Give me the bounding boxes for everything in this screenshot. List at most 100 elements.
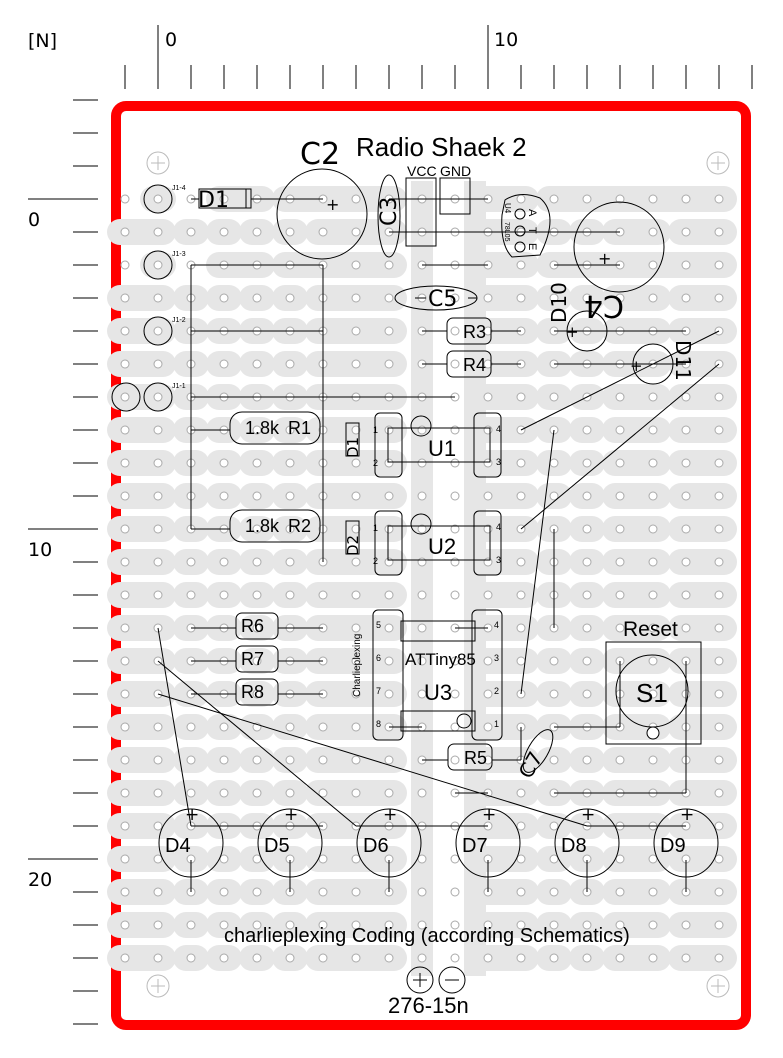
copper-strip xyxy=(470,714,539,740)
u4-pin-t: T xyxy=(526,227,538,234)
hole xyxy=(450,689,460,699)
capacitor-c4[interactable]: + C4 xyxy=(573,201,665,323)
hole xyxy=(351,194,361,204)
copper-strip xyxy=(668,516,737,542)
hole xyxy=(186,227,196,237)
hole xyxy=(252,788,262,798)
optocoupler-u2[interactable]: D2 U2 1 2 4 3 xyxy=(344,510,502,576)
resistor-r7[interactable]: R7 xyxy=(235,645,279,673)
j1-pin4-pad[interactable] xyxy=(143,184,173,214)
resistor-r3[interactable]: R3 xyxy=(446,317,492,345)
led-d8[interactable]: +D8 xyxy=(554,805,620,892)
hole xyxy=(648,260,658,270)
c2-plus: + xyxy=(326,195,339,214)
hole xyxy=(450,920,460,930)
hole xyxy=(384,458,394,468)
led-d10[interactable]: + D10 xyxy=(547,282,608,352)
resistor-r5[interactable]: R5 xyxy=(447,743,493,771)
gnd-pad[interactable] xyxy=(439,177,471,215)
copper-strip xyxy=(602,648,671,674)
j1-pin1-pad[interactable] xyxy=(143,382,173,412)
hole xyxy=(582,920,592,930)
hole xyxy=(285,293,295,303)
capacitor-c3[interactable]: C3 xyxy=(377,174,402,258)
hole xyxy=(648,623,658,633)
hole xyxy=(351,260,361,270)
hole xyxy=(681,920,691,930)
hole xyxy=(252,557,262,567)
hole xyxy=(450,854,460,864)
hole xyxy=(219,887,229,897)
copper-strip xyxy=(668,681,737,707)
copper-strip xyxy=(470,879,539,905)
hole xyxy=(318,953,328,963)
led-d9[interactable]: +D9 xyxy=(653,805,719,892)
j1-pin4-label: J1-4 xyxy=(172,185,186,192)
copper-strip xyxy=(470,483,539,509)
hole xyxy=(648,491,658,501)
copper-strip xyxy=(668,945,737,971)
hole xyxy=(582,293,592,303)
led-d5[interactable]: +D5 xyxy=(257,805,323,892)
copper-strip xyxy=(107,747,176,773)
resistor-r4[interactable]: R4 xyxy=(446,350,492,378)
copper-strip xyxy=(668,351,737,377)
vcc-pad[interactable] xyxy=(405,177,437,247)
hole xyxy=(714,293,724,303)
hole xyxy=(384,689,394,699)
copper-strip xyxy=(470,285,539,311)
led-label: D8 xyxy=(561,835,587,857)
hole xyxy=(318,227,328,237)
hole xyxy=(648,854,658,864)
hole xyxy=(153,755,163,765)
reset-switch-s1[interactable]: S1 Reset xyxy=(605,618,702,745)
capacitor-c2[interactable]: + xyxy=(276,168,368,260)
regulator-u4[interactable]: U4 78L05 A T E xyxy=(501,194,551,258)
hole xyxy=(351,590,361,600)
hole-grid xyxy=(120,194,724,963)
microcontroller-u3[interactable]: ATTiny85 U3 5 6 7 8 4 3 2 1 xyxy=(372,609,503,741)
connector-j1: J1-4 J1-3 J1-2 J1-1 xyxy=(111,184,186,412)
hole xyxy=(318,755,328,765)
hole xyxy=(681,227,691,237)
optocoupler-u1[interactable]: D1 U1 1 2 4 3 xyxy=(344,412,502,478)
hole xyxy=(252,920,262,930)
hole xyxy=(153,920,163,930)
r2-name: R2 xyxy=(288,516,311,536)
hole xyxy=(351,293,361,303)
diode-d1[interactable]: D1 xyxy=(198,188,252,213)
r1-value: 1.8k xyxy=(245,418,280,438)
hole xyxy=(450,656,460,666)
hole xyxy=(186,557,196,567)
power-socket[interactable] xyxy=(406,966,466,994)
hole xyxy=(615,887,625,897)
resistor-r2[interactable]: 1.8k R2 xyxy=(229,509,321,543)
hole xyxy=(351,227,361,237)
copper-strip xyxy=(107,483,176,509)
led-d7[interactable]: +D7 xyxy=(455,805,521,892)
copper-strip xyxy=(470,912,539,938)
led-d11[interactable]: + D11 xyxy=(630,340,695,385)
hole xyxy=(714,524,724,534)
resistor-r1[interactable]: 1.8k R1 xyxy=(229,411,321,445)
copper-strip xyxy=(668,648,737,674)
hole xyxy=(252,227,262,237)
j1-pin3-pad[interactable] xyxy=(143,250,173,280)
resistor-r8[interactable]: R8 xyxy=(235,678,279,706)
hole xyxy=(219,557,229,567)
hole xyxy=(516,821,526,831)
hole xyxy=(450,425,460,435)
hole xyxy=(252,524,262,534)
resistor-r6[interactable]: R6 xyxy=(235,612,279,640)
j1-pin2-label: J1-2 xyxy=(172,317,186,324)
led-d6[interactable]: +D6 xyxy=(356,805,422,892)
hole xyxy=(417,590,427,600)
copper-strip xyxy=(107,549,176,575)
copper-strip xyxy=(602,945,671,971)
copper-strip xyxy=(602,615,671,641)
j1-pin3-label: J1-3 xyxy=(172,251,186,258)
capacitor-c5[interactable]: C5 xyxy=(394,285,478,312)
led-d4[interactable]: +D4 xyxy=(158,805,224,892)
j1-pin2-pad[interactable] xyxy=(143,316,173,346)
